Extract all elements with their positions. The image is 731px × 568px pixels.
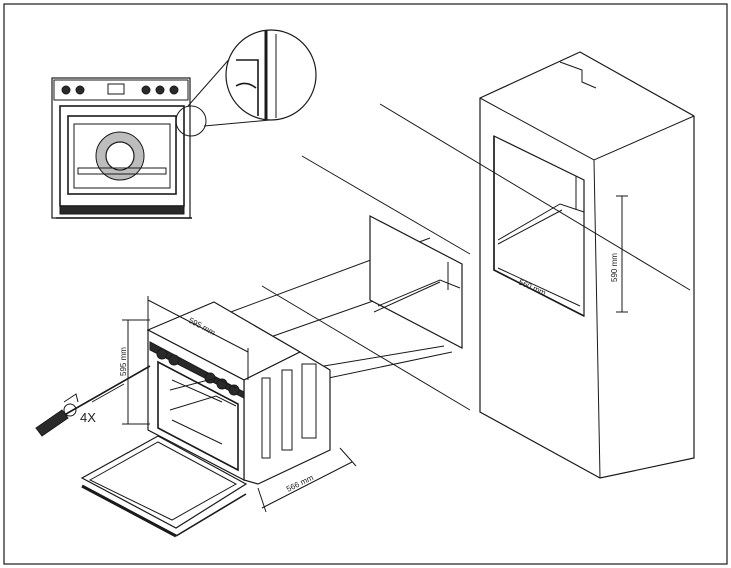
tall-cabinet: 560 mm 590 mm xyxy=(479,51,695,479)
niche-outline xyxy=(369,215,463,349)
screw-count-label: 4X xyxy=(80,410,96,425)
oven-isometric xyxy=(80,301,331,538)
alignment-lines xyxy=(219,103,691,411)
screwdriver-icon xyxy=(35,365,151,437)
oven-front-inset xyxy=(51,77,192,219)
niche-height-label: 590 mm xyxy=(610,253,619,282)
detail-zoom xyxy=(175,29,317,137)
diagram-border xyxy=(3,3,728,565)
oven-height-label: 595 mm xyxy=(119,347,128,376)
